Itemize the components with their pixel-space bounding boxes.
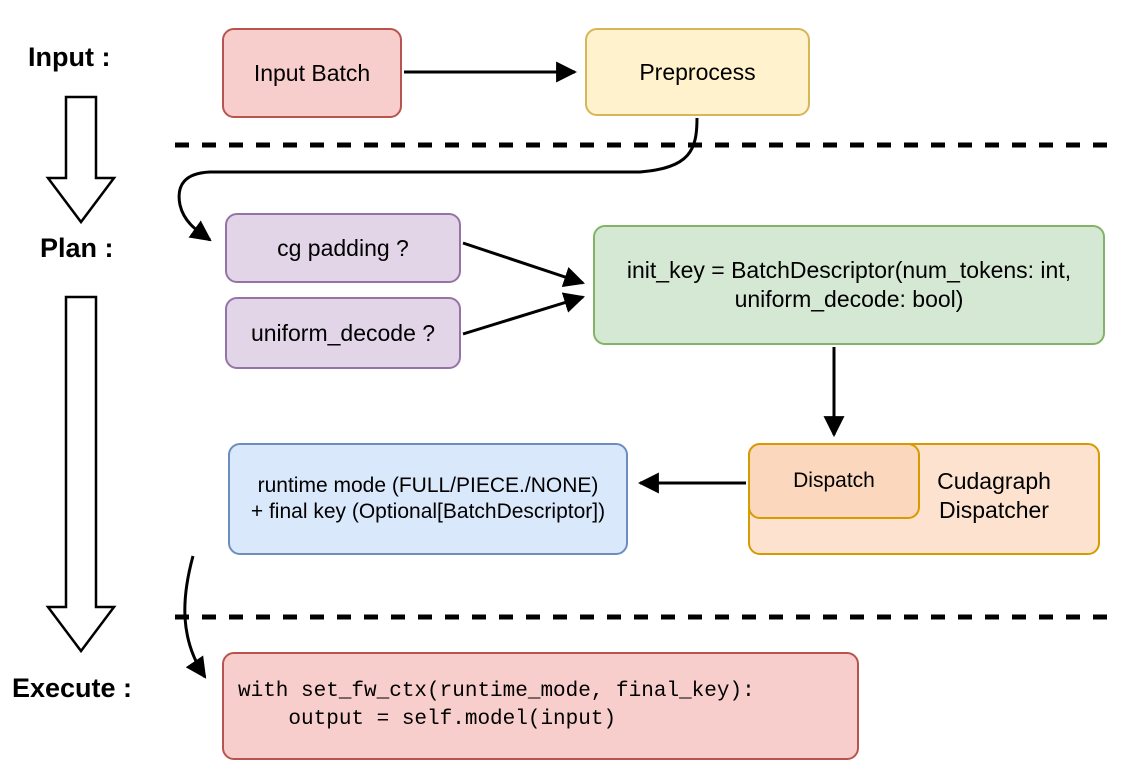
- node-uniform-decode[interactable]: uniform_decode ?: [225, 297, 461, 369]
- block-arrow-plan-to-execute: [45, 295, 117, 654]
- node-exec-code-line2: output = self.model(input): [238, 708, 617, 731]
- node-cg-padding[interactable]: cg padding ?: [225, 213, 461, 283]
- node-input-batch-label: Input Batch: [253, 59, 371, 86]
- node-exec-code[interactable]: with set_fw_ctx(runtime_mode, final_key)…: [222, 652, 859, 760]
- edge-uniform-decode-to-init-key: [462, 292, 586, 336]
- stage-label-input: Input :: [28, 42, 111, 72]
- node-preprocess[interactable]: Preprocess: [585, 28, 810, 116]
- node-dispatch-label: Dispatch: [793, 468, 875, 492]
- stage-label-plan: Plan :: [40, 233, 114, 263]
- node-init-key[interactable]: init_key = BatchDescriptor(num_tokens: i…: [593, 225, 1105, 345]
- node-cg-padding-label: cg padding ?: [277, 234, 409, 261]
- edge-runtime-mode-to-exec-code: [183, 555, 207, 679]
- node-uniform-decode-label: uniform_decode ?: [250, 319, 436, 346]
- node-cudagraph-dispatcher-line1: Cudagraph: [937, 468, 1051, 494]
- node-runtime-mode-line1: runtime mode (FULL/PIECE./NONE): [257, 473, 599, 497]
- node-cudagraph-dispatcher-line2: Dispatcher: [939, 496, 1049, 523]
- node-exec-code-line1: with set_fw_ctx(runtime_mode, final_key)…: [238, 679, 755, 703]
- node-preprocess-label: Preprocess: [639, 58, 756, 85]
- node-input-batch[interactable]: Input Batch: [222, 28, 402, 118]
- block-arrow-input-to-plan: [45, 95, 117, 225]
- node-runtime-mode[interactable]: runtime mode (FULL/PIECE./NONE) + final …: [228, 443, 628, 555]
- node-init-key-line1: init_key = BatchDescriptor(num_tokens: i…: [626, 257, 1072, 284]
- node-init-key-line2: uniform_decode: bool): [734, 286, 964, 312]
- stage-label-execute: Execute :: [12, 673, 133, 703]
- node-runtime-mode-line2: + final key (Optional[BatchDescriptor]): [250, 500, 606, 523]
- node-dispatch[interactable]: Dispatch: [748, 443, 920, 519]
- edge-cg-padding-to-init-key: [462, 241, 585, 287]
